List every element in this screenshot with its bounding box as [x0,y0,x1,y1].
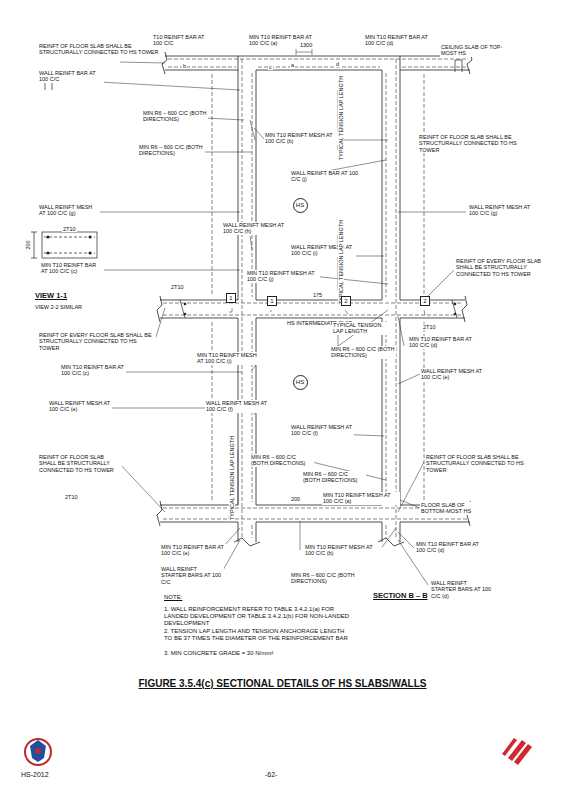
annotation-label: 3. MIN CONCRETE GRADE = 30 N/mm² [163,650,355,657]
annotation-label: TYPICAL TENSION LAP LENGTH [338,75,344,161]
annotation-label: MIN T10 REINFT MESH AT 100 C/C (a) [322,492,400,505]
annotation-label: WALL REINFT MESH AT 100 C/C (i) [290,244,356,257]
node-text: HS [296,379,304,385]
annotation-label: WALL REINFT MESH AT 100 C/C (e) [420,368,486,381]
annotation-label: CEILING SLAB OF TOP-MOST HS [440,44,514,57]
hs-circle: HS [293,375,308,390]
annotation-label: WALL REINFT MESH AT 100 C/C (f) [290,424,354,437]
annotation-label: WALL REINFT BAR AT 100 C/C [38,70,104,83]
annotation-label: MIN R6 – 600 C/C (BOTH DIRECTIONS) [142,110,208,123]
annotation-label: MIN R6 – 600 C/C (BOTH DIRECTIONS) [330,346,396,359]
node-text: 1 [270,298,273,304]
annotation-label: REINFT OF FLOOR SLAB SHALL BE STRUCTURAL… [418,134,532,153]
section-marker: 2 [420,296,430,306]
annotation-label: MIN T10 REINFT BAR AT 100 C/C (d) [408,336,476,349]
annotation-label: REINFT OF EVERY FLOOR SLAB SHALL BE STRU… [455,258,549,277]
node-text: HS [296,202,304,208]
annotation-label: 2T10 [170,284,185,290]
annotation-label: MIN T10 REINFT MESH AT 100 C/C (i) [196,352,262,365]
annotation-label: MIN R6 – 600 C/C (BOTH DIRECTIONS) [290,572,356,585]
annotation-label: c [268,64,273,70]
annotation-label: MIN T10 REINFT MESH AT 100 C/C (b) [304,544,382,557]
annotation-label: REINFT OF FLOOR SLAB SHALL BE STRUCTURAL… [38,454,122,473]
annotation-label: VIEW 2-2 SIMILAR [34,304,83,310]
annotation-label: a [290,62,295,68]
annotation-label: MIN T10 REINFT MESH AT 100 C/C (j) [246,270,320,283]
annotation-label: HS-2012 [20,771,50,779]
annotation-label: 2. TENSION LAP LENGTH AND TENSION ANCHOR… [163,628,355,642]
annotation-label: FLOOR SLAB OF BOTTOM-MOST HS [420,502,492,515]
annotation-label: VIEW 1-1 [34,292,68,301]
logo-right [502,738,532,765]
annotation-label: WALL REINFT MESH AT 100 C/C (h) [222,222,286,235]
annotation-label: MIN T10 REINFT MESH AT 100 C/C (b) [264,132,342,145]
node-text: 2 [423,298,426,304]
annotation-label: WALL REINFT STARTER BARS AT 100 C/C (d) [430,580,494,599]
hs-circle: HS [293,198,308,213]
annotation-label: 2T10 [422,324,437,330]
annotation-label: MIN T10 REINFT BAR AT 100 C/C (e) [160,544,226,557]
annotation-label: TYPICAL TENSION LAP LENGTH [332,322,390,335]
node-text: 2 [344,298,347,304]
annotation-label: 175 [312,292,323,298]
annotation-label: MIN T10 REINFT BAR AT 100 C/C (d) [415,541,481,554]
annotation-label: 200 [25,239,31,250]
annotation-label: REINFT OF EVERY FLOOR SLAB SHALL BE STRU… [38,332,156,351]
annotation-label: WALL REINFT BAR AT 100 C/C (j) [290,170,364,183]
section-marker: 1 [267,296,277,306]
annotation-label: b [182,63,187,69]
annotation-label: -62- [264,771,278,779]
annotation-label: MIN R6 – 600 C/C (BOTH DIRECTIONS) [138,144,204,157]
annotation-label: WALL REINFT STARTER BARS AT 100 C/C [160,566,224,585]
annotation-label: REINFT OF FLOOR SLAB SHALL BE STRUCTURAL… [425,454,531,473]
logo-left [25,739,51,765]
annotation-label: REINFT OF FLOOR SLAB SHALL BE STRUCTURAL… [38,43,160,56]
figure-caption: FIGURE 3.5.4(c) SECTIONAL DETAILS OF HS … [0,678,565,690]
annotation-label: d [335,61,340,67]
section-marker: 2 [341,296,351,306]
annotation-label: SECTION B – B [372,592,429,601]
annotation-label: WALL REINFT MESH AT 100 C/C (g) [468,204,532,217]
annotation-label: WALL REINFT MESH AT 100 C/C (f) [205,400,269,413]
annotation-label: MIN T10 REINFT BAR AT 100 C/C (c) [60,364,126,377]
annotation-label: MIN R6 – 600 C/C (BOTH DIRECTIONS) [302,471,366,484]
node-text: 1 [229,295,232,301]
annotation-label: WALL REINFT MESH AT 100 C/C (e) [48,400,112,413]
annotation-label: TYPICAL TENSION LAP LENGTH [338,219,344,305]
annotation-label: MIN T10 REINFT BAR AT 100 C/C (d) [364,34,438,47]
annotation-label: 1. WALL REINFORCEMENT REFER TO TABLE 3.4… [163,606,355,627]
annotation-label: 2T10 [64,494,79,500]
annotation-label: TYPICAL TENSION LAP LENGTH [229,435,235,521]
annotation-label: 1300 [299,42,313,48]
annotation-label: MIN R6 – 600 C/C (BOTH DIRECTIONS) [250,454,314,467]
annotation-label: WALL REINFT MESH AT 100 C/C (g) [38,204,100,217]
annotation-label: T10 REINFT BAR AT 100 C/C [152,34,216,47]
annotation-label: 200 [290,496,301,502]
annotation-label: 2T10 [62,226,77,232]
section-marker: 1 [226,293,236,303]
annotation-label: MIN T10 REINFT BAR AT 100 C/C (c) [40,262,104,275]
annotation-label: NOTE: [163,594,183,601]
